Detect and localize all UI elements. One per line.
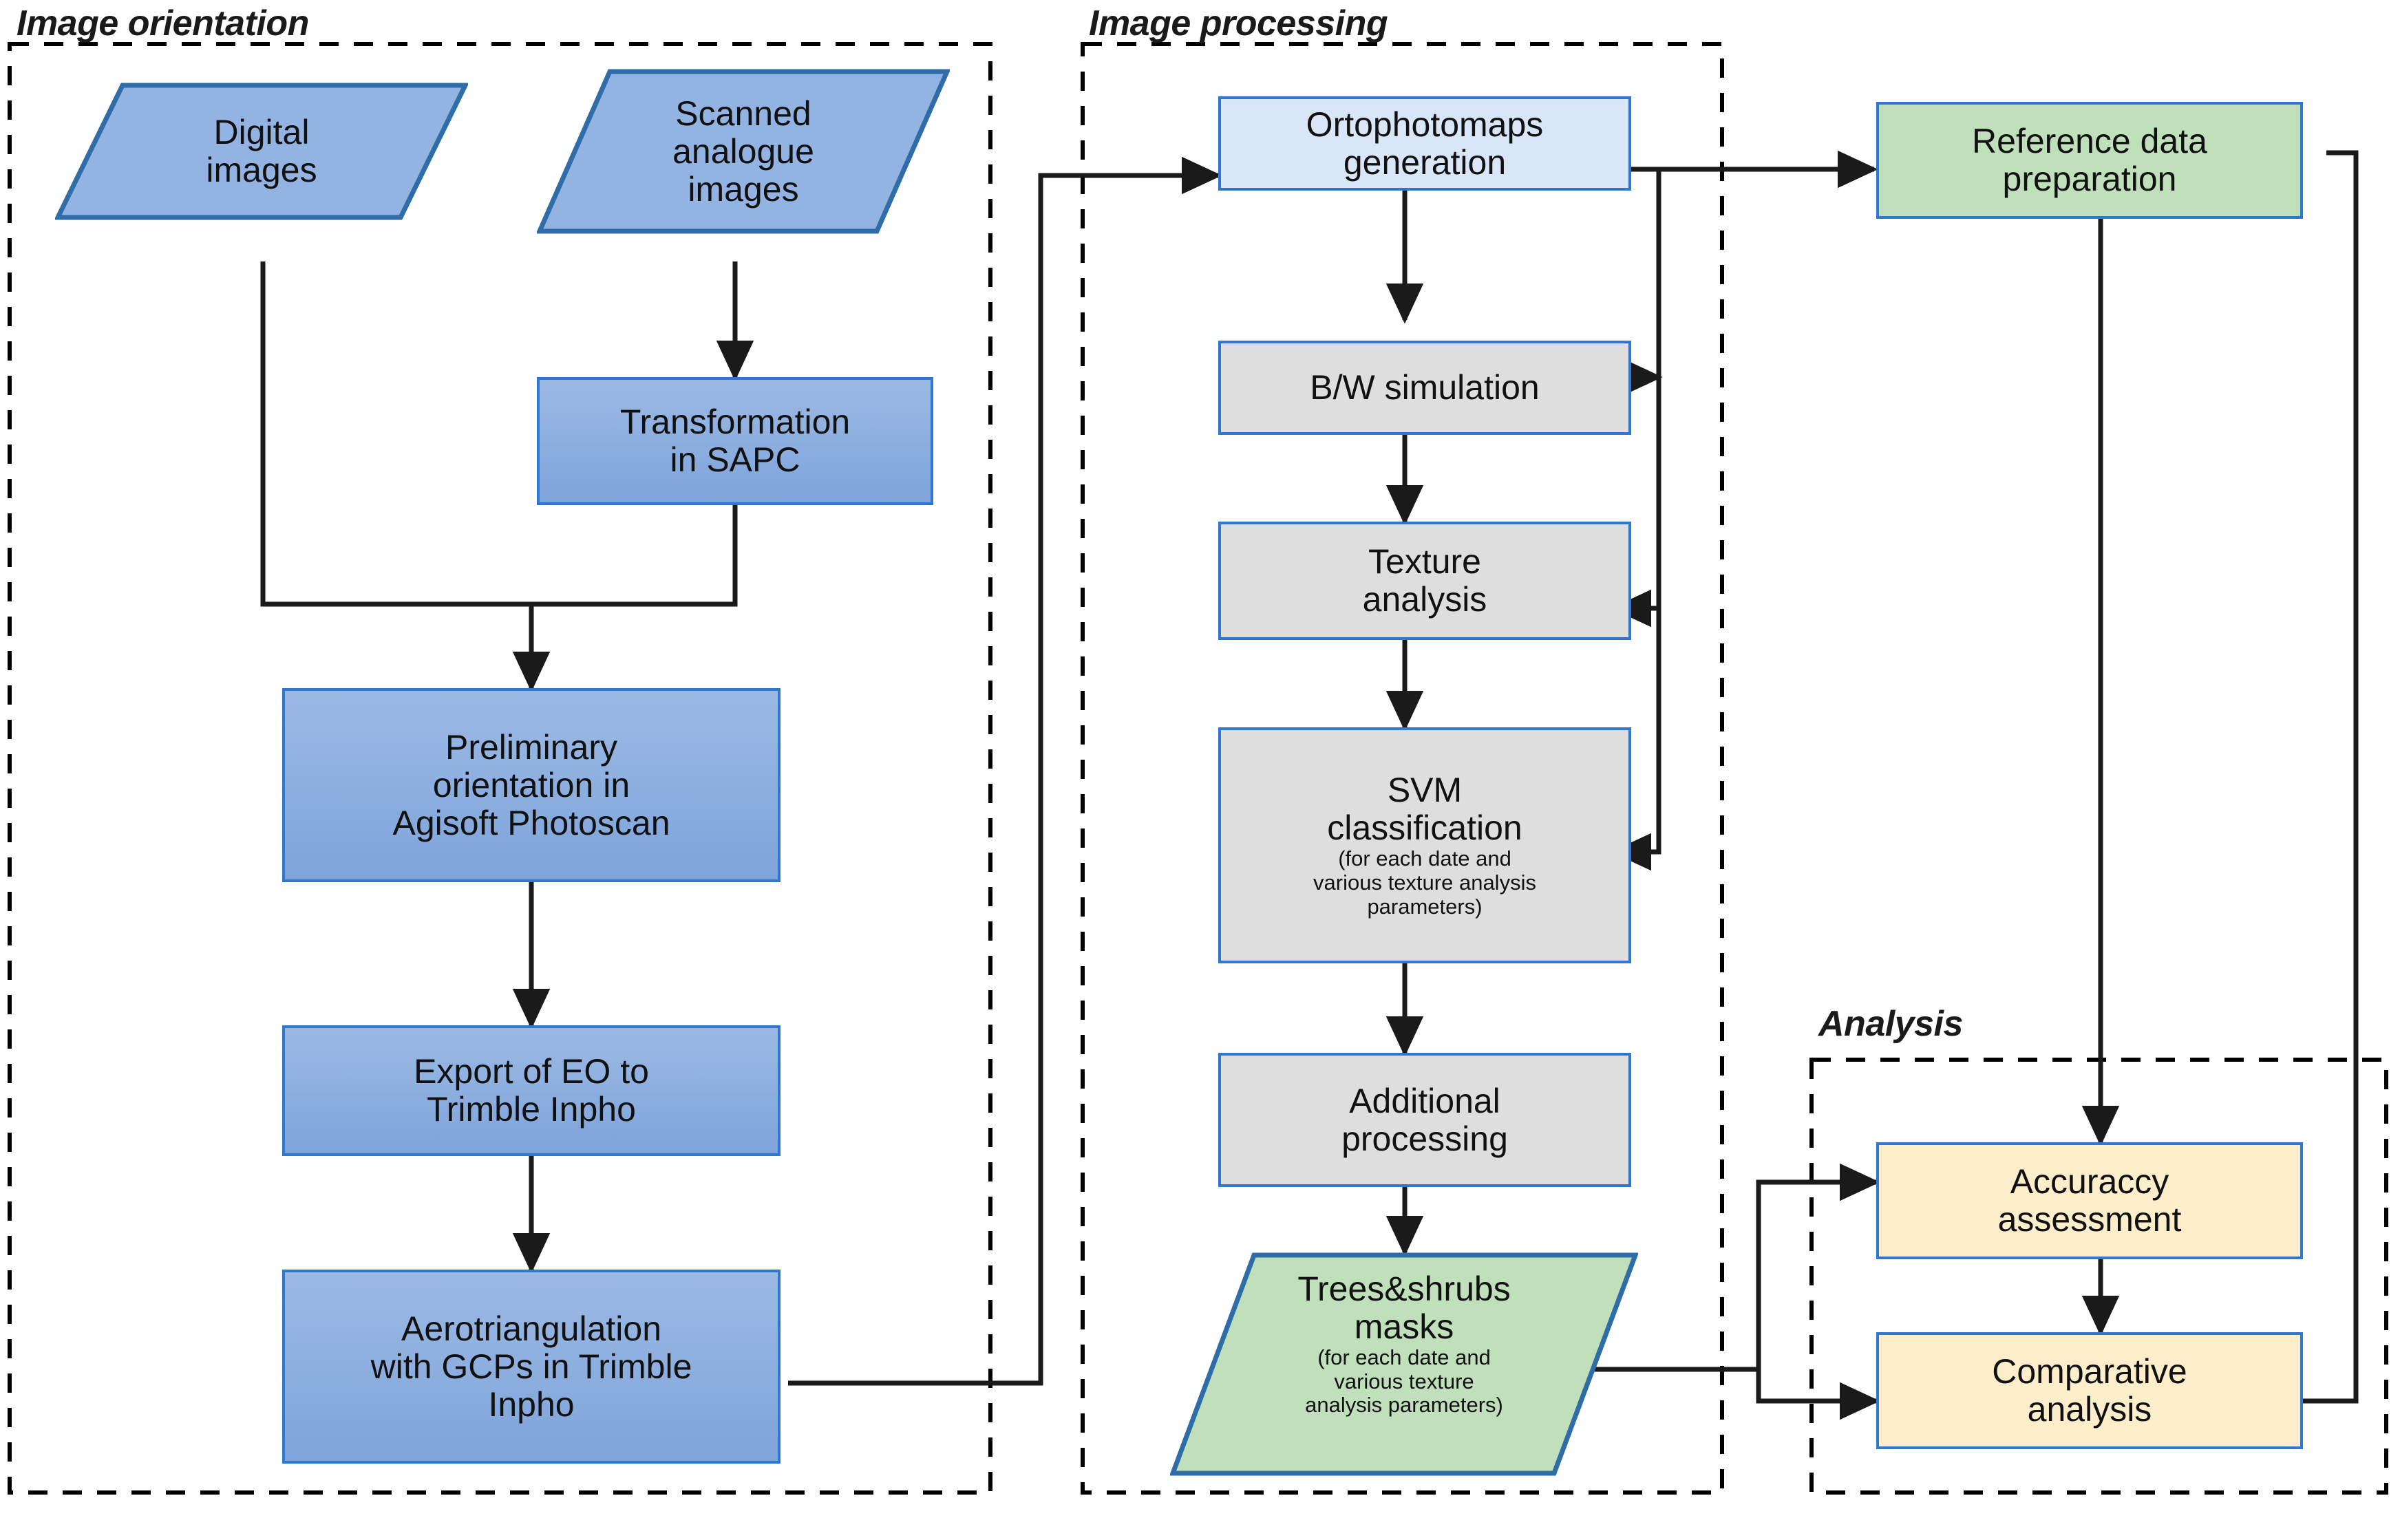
node-label: SVM classification (1327, 771, 1522, 848)
node-label: Preliminary orientation in Agisoft Photo… (392, 727, 670, 842)
group-label-image-processing: Image processing (1089, 3, 1388, 43)
node-label: Digital images (206, 113, 317, 189)
node-ortophotomaps-generation[interactable]: Ortophotomaps generation (1218, 96, 1631, 191)
node-export-eo[interactable]: Export of EO to Trimble Inpho (282, 1025, 780, 1156)
group-label-image-orientation: Image orientation (17, 3, 309, 43)
node-label: Scanned analogue images (672, 94, 814, 208)
node-aerotriangulation[interactable]: Aerotriangulation with GCPs in Trimble I… (282, 1270, 780, 1464)
edge-aerotriangulation-to-ortophotomaps (788, 156, 1222, 1386)
parallelogram-shape (535, 69, 951, 234)
node-label: Accuraccy assessment (1997, 1162, 2182, 1239)
node-accuracy-assessment[interactable]: Accuraccy assessment (1876, 1142, 2303, 1259)
node-bw-simulation[interactable]: B/W simulation (1218, 341, 1631, 435)
node-label: Transformation in SAPC (619, 403, 851, 479)
node-texture-analysis[interactable]: Texture analysis (1218, 522, 1631, 640)
edge-reference-to-comparative (2260, 150, 2359, 1420)
node-sublabel: (for each date and various texture analy… (1305, 1345, 1503, 1418)
node-trees-shrubs-masks[interactable]: Trees&shrubs masks (for each date and va… (1169, 1252, 1639, 1476)
group-label-analysis: Analysis (1818, 1004, 1963, 1044)
edge-fork-to-comparative (1756, 1369, 1880, 1420)
node-label: Ortophotomaps generation (1306, 105, 1544, 182)
node-sublabel: (for each date and various texture analy… (1313, 846, 1536, 919)
parallelogram-shape (1169, 1252, 1639, 1476)
node-label: Texture analysis (1362, 542, 1487, 619)
node-label: Additional processing (1341, 1081, 1508, 1158)
group-box-image-processing (1081, 42, 1724, 1495)
node-transformation-sapc[interactable]: Transformation in SAPC (537, 377, 933, 505)
edge-digital-to-preliminary (260, 261, 551, 692)
node-comparative-analysis[interactable]: Comparative analysis (1876, 1332, 2303, 1449)
node-reference-data-preparation[interactable]: Reference data preparation (1876, 102, 2303, 219)
node-scanned-analogue-images[interactable]: Scanned analogue images (535, 69, 951, 234)
node-label: Reference data preparation (1972, 122, 2207, 198)
parallelogram-shape (54, 83, 469, 220)
node-svm-classification[interactable]: SVM classification (for each date and va… (1218, 727, 1631, 963)
node-digital-images[interactable]: Digital images (54, 83, 469, 220)
node-label: Comparative analysis (1992, 1352, 2187, 1429)
node-label: Aerotriangulation with GCPs in Trimble I… (370, 1309, 692, 1424)
node-label: Export of EO to Trimble Inpho (414, 1052, 649, 1129)
node-preliminary-orientation[interactable]: Preliminary orientation in Agisoft Photo… (282, 688, 780, 882)
node-additional-processing[interactable]: Additional processing (1218, 1053, 1631, 1187)
edge-transformation-to-preliminary (533, 505, 738, 607)
node-label: B/W simulation (1310, 368, 1540, 407)
node-label: Trees&shrubs masks (1297, 1270, 1511, 1346)
edge-fork-to-accuracy (1756, 1163, 1880, 1369)
group-box-image-orientation (8, 42, 992, 1495)
